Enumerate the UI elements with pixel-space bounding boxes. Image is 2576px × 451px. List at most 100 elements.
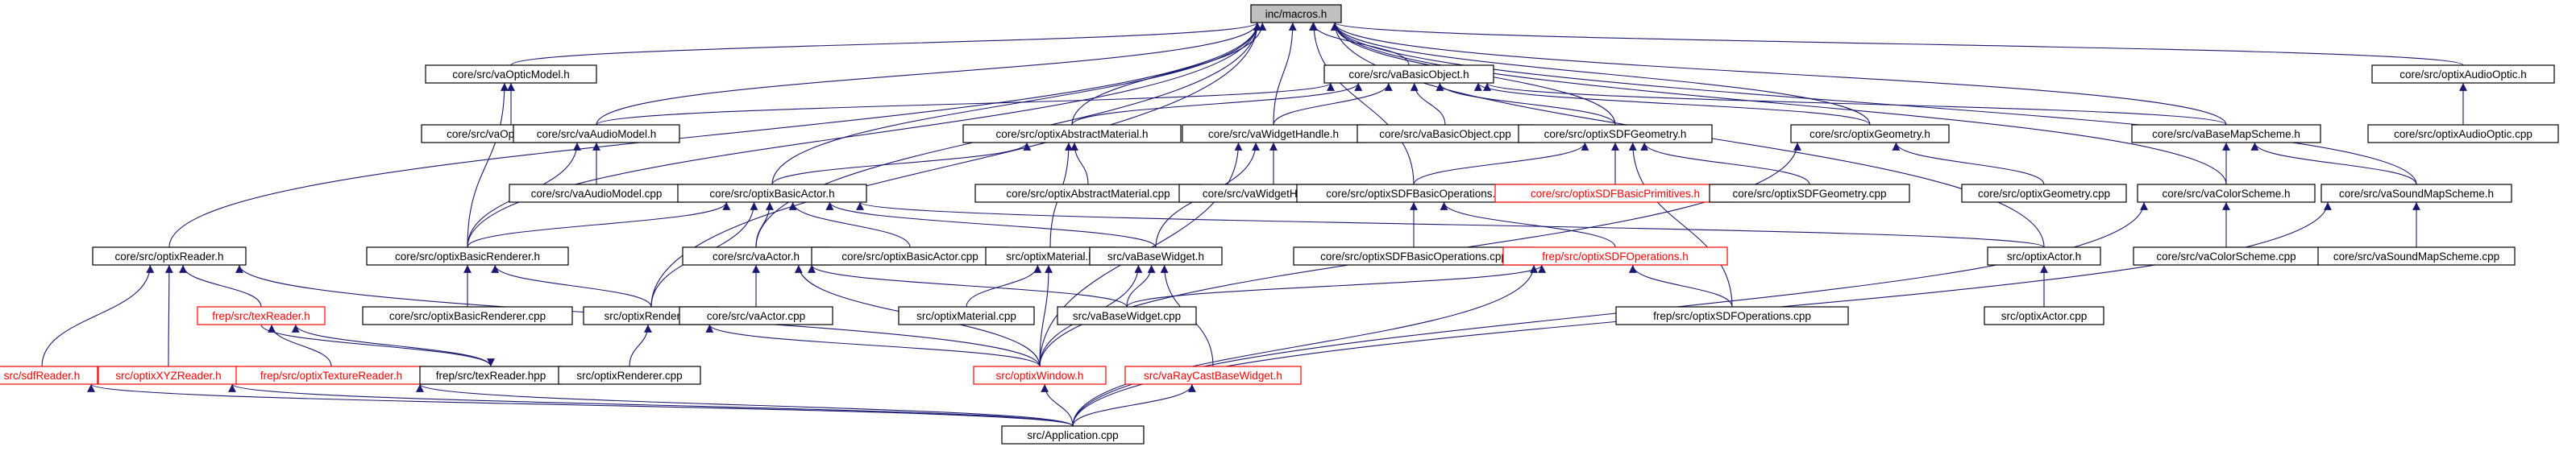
node-label: core/src/vaBaseMapScheme.h (2152, 128, 2300, 140)
edge-application-cpp-to-varaycastbasewidget-h (1072, 383, 1196, 427)
node-box (962, 124, 1182, 143)
node-src-optixactor-h[interactable]: src/optixActor.h (1987, 246, 2101, 266)
node-core-src-vasoundmapscheme-h[interactable]: core/src/vaSoundMapScheme.h (2320, 184, 2512, 203)
node-label: core/src/optixAbstractMaterial.cpp (1006, 188, 1170, 200)
node-label: core/src/vaColorScheme.h (2162, 188, 2290, 200)
node-core-src-optixbasicrenderer-h[interactable]: core/src/optixBasicRenderer.h (366, 246, 569, 266)
edge-vabasicobject-cpp-to-vabasicobject-h (1410, 82, 1446, 126)
node-label: inc/macros.h (1265, 8, 1327, 20)
node-core-src-vawidgethandle-h[interactable]: core/src/vaWidgetHandle.h (1182, 124, 1365, 143)
edge-optixgeometry-h-to-vabasicobject-h (1474, 82, 1871, 126)
node-core-src-optixsdfbasicprimitives-h[interactable]: core/src/optixSDFBasicPrimitives.h (1494, 184, 1736, 203)
node-inc-macros-h[interactable]: inc/macros.h (1250, 4, 1342, 23)
edge-vabasicobject-h-to-macros (1309, 22, 1410, 66)
edge-optixactor-h-to-optixbasicactor-h (856, 201, 2045, 248)
node-core-src-optixsdfbasicoperations-h[interactable]: core/src/optixSDFBasicOperations.h (1296, 184, 1531, 203)
node-label: src/optixMaterial.h (1006, 250, 1095, 263)
node-src-optixactor-cpp[interactable]: src/optixActor.cpp (1984, 306, 2104, 325)
edge-application-cpp-to-vacolorscheme-h (1072, 201, 2148, 427)
node-src-sdfreader-h[interactable]: src/sdfReader.h (0, 366, 98, 385)
node-label: frep/src/texReader.hpp (436, 370, 546, 382)
node-core-src-optixsdfgeometry-cpp[interactable]: core/src/optixSDFGeometry.cpp (1709, 184, 1910, 203)
node-frep-src-optixsdfoperations-h[interactable]: frep/src/optixSDFOperations.h (1502, 246, 1728, 266)
node-label: core/src/vaSoundMapScheme.cpp (2333, 250, 2499, 263)
edge-optixbasicrenderer-h-to-macros (467, 22, 1261, 248)
node-box (973, 366, 1107, 385)
node-box (0, 366, 98, 385)
node-label: src/vaBaseWidget.h (1107, 250, 1204, 263)
node-box (1323, 64, 1494, 84)
node-core-src-vaopticmodel-h[interactable]: core/src/vaOpticModel.h (425, 64, 597, 84)
edge-application-cpp-to-frep-optixsdfoperations-h (1072, 264, 1538, 427)
edge-frep-optixsdfoperations-cpp-to-frep-optixsdfoperations-h (1628, 264, 1733, 308)
node-box (679, 306, 833, 325)
node-core-src-vabasicobject-h[interactable]: core/src/vaBasicObject.h (1323, 64, 1494, 84)
node-label: core/src/optixSDFBasicOperations.cpp (1320, 250, 1507, 263)
node-src-application-cpp[interactable]: src/Application.cpp (1001, 425, 1145, 445)
node-core-src-vacolorscheme-h[interactable]: core/src/vaColorScheme.h (2137, 184, 2316, 203)
node-label: frep/src/optixSDFOperations.h (1542, 250, 1689, 263)
node-core-src-optixbasicrenderer-cpp[interactable]: core/src/optixBasicRenderer.cpp (362, 306, 573, 325)
node-label: src/optixWindow.h (996, 370, 1084, 382)
node-core-src-vaactor-cpp[interactable]: core/src/vaActor.cpp (679, 306, 833, 325)
node-core-src-vacolorscheme-cpp[interactable]: core/src/vaColorScheme.cpp (2133, 246, 2320, 266)
node-core-src-optixaudiooptic-h[interactable]: core/src/optixAudioOptic.h (2371, 64, 2555, 84)
node-box (1518, 124, 1713, 143)
node-box (1961, 184, 2127, 203)
node-src-optixmaterial-cpp[interactable]: src/optixMaterial.cpp (898, 306, 1035, 325)
node-core-src-vaactor-h[interactable]: core/src/vaActor.h (682, 246, 830, 266)
node-core-src-optixreader-h[interactable]: core/src/optixReader.h (92, 246, 247, 266)
edge-vabasewidget-h-to-optixbasicactor-h (825, 201, 1157, 248)
node-core-src-optixgeometry-h[interactable]: core/src/optixGeometry.h (1790, 124, 1950, 143)
node-core-src-vaaudiomodel-h[interactable]: core/src/vaAudioModel.h (513, 124, 680, 143)
node-core-src-optixgeometry-cpp[interactable]: core/src/optixGeometry.cpp (1961, 184, 2127, 203)
node-label: core/src/optixAudioOptic.h (2399, 68, 2527, 81)
node-frep-src-texreader-hpp[interactable]: frep/src/texReader.hpp (419, 366, 563, 385)
node-label: core/src/optixBasicActor.cpp (841, 250, 978, 263)
node-label: src/optixRenderer.cpp (576, 370, 682, 382)
node-label: src/optixActor.cpp (2001, 310, 2088, 322)
edge-optixbasicactor-cpp-to-optixbasicactor-h (788, 201, 911, 248)
node-label: core/src/optixBasicRenderer.cpp (389, 310, 546, 322)
node-core-src-optixabstractmaterial-cpp[interactable]: core/src/optixAbstractMaterial.cpp (974, 184, 1202, 203)
node-label: src/vaRayCastBaseWidget.h (1144, 370, 1282, 382)
edge-vabasewidget-cpp-to-frep-optixsdfoperations-h (1126, 264, 1546, 308)
node-core-src-vasoundmapscheme-cpp[interactable]: core/src/vaSoundMapScheme.cpp (2317, 246, 2516, 266)
node-label: src/sdfReader.h (4, 370, 81, 382)
node-core-src-optixbasicactor-h[interactable]: core/src/optixBasicActor.h (677, 184, 867, 203)
edge-vasoundmapscheme-h-to-vabasemapscheme-h (2250, 142, 2417, 185)
node-src-varaycastbasewidget-h[interactable]: src/vaRayCastBaseWidget.h (1124, 366, 1302, 385)
node-src-optixwindow-h[interactable]: src/optixWindow.h (973, 366, 1107, 385)
node-box (2371, 64, 2555, 84)
node-frep-src-optixsdfoperations-cpp[interactable]: frep/src/optixSDFOperations.cpp (1615, 306, 1849, 325)
node-box (2137, 184, 2316, 203)
node-core-src-vabasicobject-cpp[interactable]: core/src/vaBasicObject.cpp (1357, 124, 1534, 143)
node-core-src-vaaudiomodel-cpp[interactable]: core/src/vaAudioModel.cpp (509, 184, 684, 203)
edge-vaopticmodel-h-to-macros (510, 22, 1261, 66)
node-label: core/src/vaSoundMapScheme.h (2339, 188, 2494, 200)
edge-optixxyzreader-h-to-optixreader-h (164, 264, 173, 367)
node-src-optixxyzreader-h[interactable]: src/optixXYZReader.h (98, 366, 239, 385)
edge-frep-texreader-h-to-frep-texreader-hpp (260, 324, 495, 367)
edge-frep-optixtexturereader-h-to-frep-texreader-h (268, 324, 332, 367)
node-frep-src-texreader-h[interactable]: frep/src/texReader.h (197, 306, 326, 325)
node-core-src-optixsdfbasicoperations-cpp[interactable]: core/src/optixSDFBasicOperations.cpp (1293, 246, 1535, 266)
edge-optixmaterial-cpp-to-optixmaterial-h (966, 264, 1042, 308)
node-label: core/src/optixSDFBasicPrimitives.h (1531, 188, 1700, 200)
node-src-vabasewidget-cpp[interactable]: src/vaBaseWidget.cpp (1057, 306, 1197, 325)
node-core-src-optixsdfgeometry-h[interactable]: core/src/optixSDFGeometry.h (1518, 124, 1713, 143)
node-core-src-vabasemapscheme-h[interactable]: core/src/vaBaseMapScheme.h (2131, 124, 2321, 143)
node-label: core/src/optixSDFGeometry.cpp (1732, 188, 1886, 200)
node-src-vabasewidget-h[interactable]: src/vaBaseWidget.h (1089, 246, 1223, 266)
edge-application-cpp-to-optixwindow-h (1041, 383, 1074, 427)
node-core-src-optixbasicactor-cpp[interactable]: core/src/optixBasicActor.cpp (811, 246, 1009, 266)
node-frep-src-optixtexturereader-h[interactable]: frep/src/optixTextureReader.h (235, 366, 427, 385)
node-box (1057, 306, 1197, 325)
node-box (513, 124, 680, 143)
node-core-src-optixabstractmaterial-h[interactable]: core/src/optixAbstractMaterial.h (962, 124, 1182, 143)
edge-optixbasicactor-h-to-macros (771, 22, 1261, 185)
node-src-optixrenderer-cpp[interactable]: src/optixRenderer.cpp (558, 366, 701, 385)
node-box (1502, 246, 1728, 266)
node-label: frep/src/texReader.h (212, 310, 310, 322)
node-core-src-optixaudiooptic-cpp[interactable]: core/src/optixAudioOptic.cpp (2367, 124, 2559, 143)
